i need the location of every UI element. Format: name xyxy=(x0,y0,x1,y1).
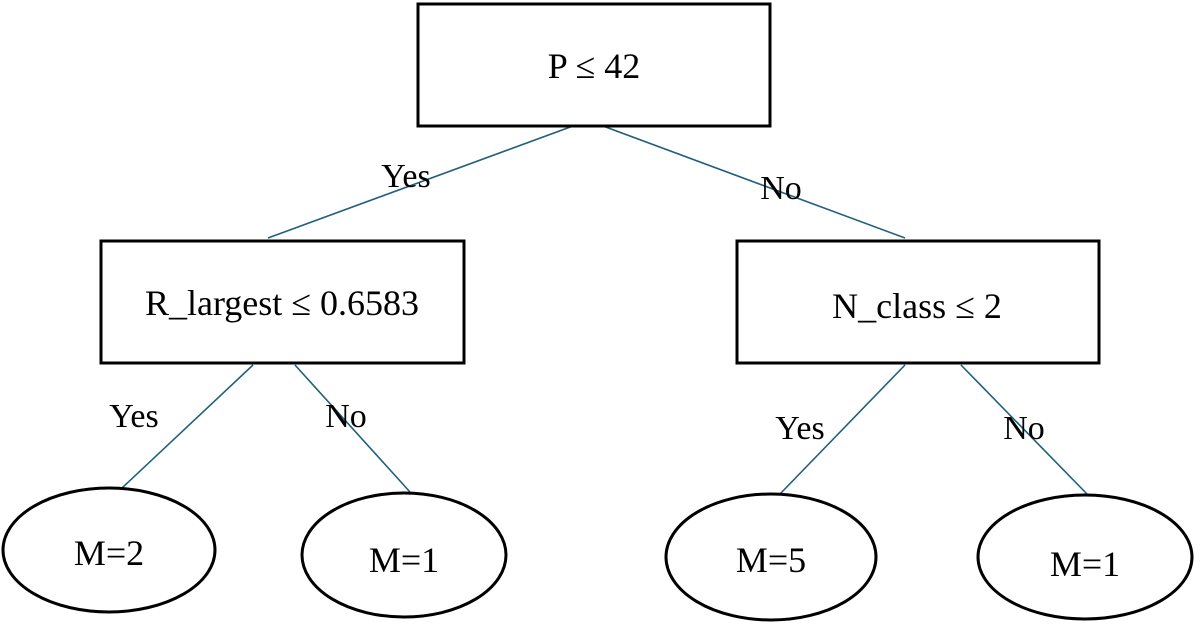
edge-label-root-yes: Yes xyxy=(381,158,430,195)
leaf-node-3-label: M=5 xyxy=(736,540,806,580)
leaf-node-1-label: M=2 xyxy=(74,533,144,573)
leaf-node-4-label: M=1 xyxy=(1050,544,1120,584)
left-split-node: R_largest ≤ 0.6583 xyxy=(99,239,466,365)
root-node-label: P ≤ 42 xyxy=(548,46,640,86)
right-split-node-label: N_class ≤ 2 xyxy=(832,286,1002,326)
leaf-node-2-label: M=1 xyxy=(369,540,439,580)
leaf-node-2: M=1 xyxy=(300,491,508,619)
edge-label-root-no: No xyxy=(760,170,802,207)
right-split-node: N_class ≤ 2 xyxy=(735,239,1101,365)
root-node: P ≤ 42 xyxy=(416,2,772,128)
leaf-node-3: M=5 xyxy=(664,492,878,622)
left-split-node-label: R_largest ≤ 0.6583 xyxy=(145,283,419,323)
edge-left-no xyxy=(294,364,411,493)
edge-root-no xyxy=(602,125,906,239)
leaf-node-4: M=1 xyxy=(976,493,1194,621)
edge-label-right-yes: Yes xyxy=(775,410,824,447)
edge-label-left-no: No xyxy=(325,398,367,435)
leaf-node-1: M=2 xyxy=(1,486,217,614)
edge-left-yes xyxy=(121,364,254,489)
edge-root-yes xyxy=(267,125,574,239)
edge-right-yes xyxy=(779,364,906,495)
edge-label-right-no: No xyxy=(1003,410,1045,447)
edge-label-left-yes: Yes xyxy=(109,398,158,435)
edge-right-no xyxy=(960,364,1088,495)
